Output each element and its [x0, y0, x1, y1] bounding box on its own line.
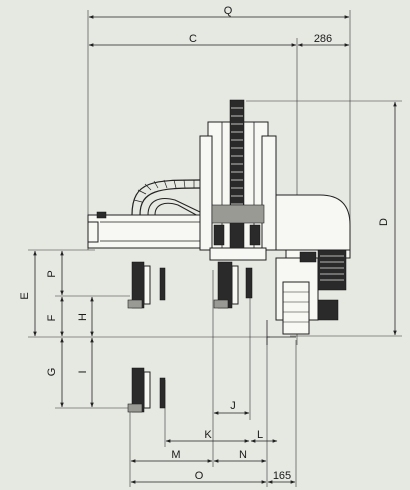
dimension-l: L	[250, 429, 278, 443]
dimension-e-label: E	[19, 292, 31, 299]
dimension-e: E	[19, 249, 270, 338]
dimension-l-label: L	[257, 429, 263, 441]
dimension-o: O	[130, 470, 267, 484]
dimension-n-label: N	[239, 449, 247, 461]
dimension-k-label: K	[204, 429, 212, 441]
dimension-d-label: D	[378, 218, 390, 226]
dimension-g-label: G	[46, 368, 58, 377]
dimension-d: D	[246, 100, 402, 337]
motor-housing	[275, 194, 351, 259]
gripper-top	[127, 261, 166, 309]
dimension-j: J	[213, 400, 250, 415]
dimension-165-label: 165	[273, 470, 291, 482]
dimension-q: Q	[87, 5, 351, 250]
dimension-i-label: I	[77, 370, 89, 373]
dimension-m: M	[130, 449, 213, 463]
dimension-f-label: F	[46, 314, 58, 321]
dimension-p-label: P	[46, 270, 58, 277]
dimension-g: G	[46, 337, 130, 409]
dimension-i: I	[77, 337, 94, 408]
dimension-o-label: O	[195, 470, 204, 482]
cable-chain	[131, 179, 201, 218]
gripper-center	[213, 261, 253, 309]
dimension-q-label: Q	[224, 5, 233, 17]
dimension-286: 286	[297, 33, 350, 47]
dimension-f: F	[46, 295, 130, 337]
side-cabinet	[266, 249, 347, 345]
dimension-c-label: C	[189, 33, 197, 45]
dimension-k: K	[165, 429, 250, 443]
gripper-bottom	[127, 367, 166, 413]
horizontal-beam	[87, 211, 214, 249]
vertical-column	[199, 99, 277, 261]
dimension-p: P	[46, 250, 64, 296]
dimension-m-label: M	[171, 449, 180, 461]
dimension-j-label: J	[230, 400, 236, 412]
dimension-h: H	[77, 296, 94, 337]
dimension-n: N	[213, 449, 267, 463]
dimension-286-label: 286	[314, 33, 332, 45]
dimension-h-label: H	[77, 313, 89, 321]
dimension-165: 165	[267, 470, 296, 484]
